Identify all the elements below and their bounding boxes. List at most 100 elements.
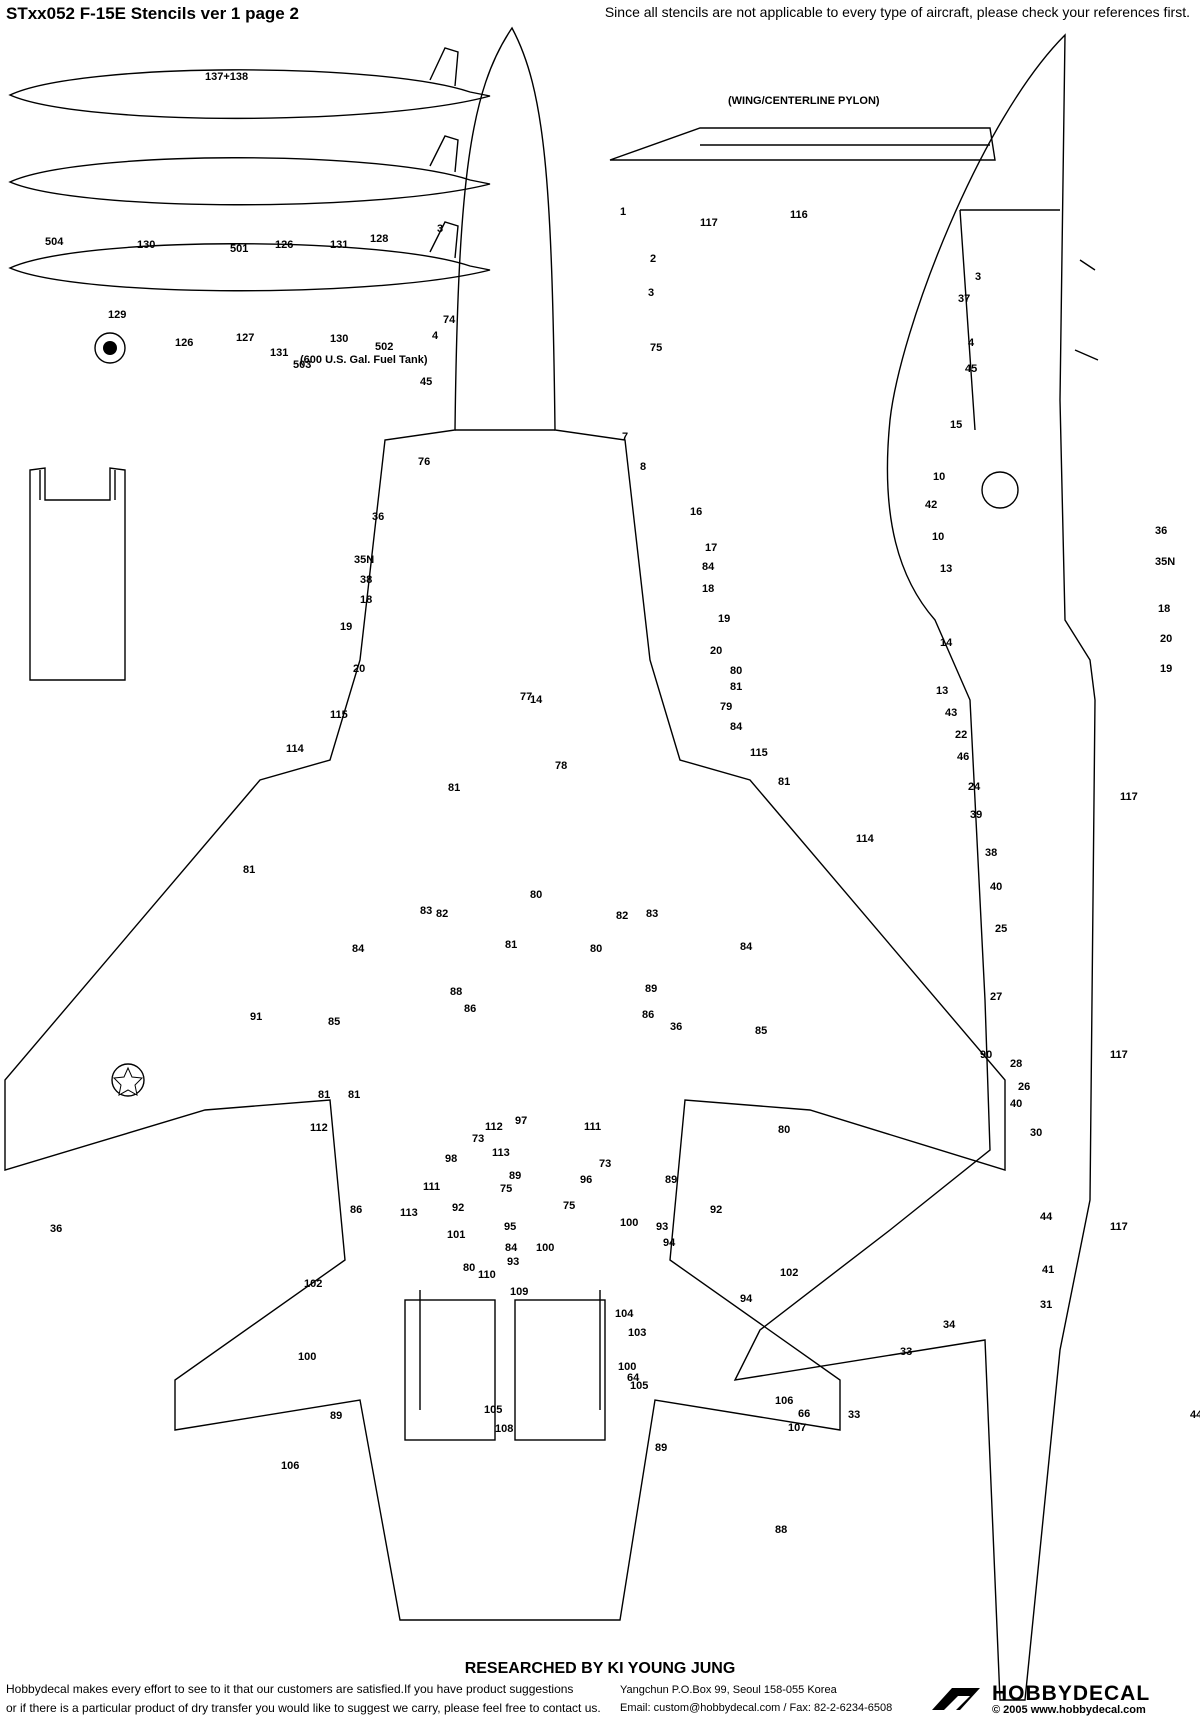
callout-502: 502 bbox=[375, 341, 393, 353]
callout-39: 39 bbox=[970, 809, 982, 821]
callout-81: 81 bbox=[318, 1089, 330, 1101]
callout-129: 129 bbox=[108, 309, 126, 321]
callout-41: 41 bbox=[1042, 1264, 1054, 1276]
callout-106: 106 bbox=[775, 1395, 793, 1407]
callout-4: 4 bbox=[432, 330, 439, 342]
brand-copyright: © 2005 www.hobbydecal.com bbox=[992, 1704, 1146, 1716]
fuel-tank-1 bbox=[8, 69, 491, 120]
callout-42: 42 bbox=[925, 499, 937, 511]
pylon-outline bbox=[609, 127, 996, 161]
callout-97: 97 bbox=[515, 1115, 527, 1127]
callout-113: 113 bbox=[400, 1207, 418, 1219]
callout-504: 504 bbox=[45, 236, 64, 248]
footer-address: Yangchun P.O.Box 99, Seoul 158-055 Korea bbox=[620, 1684, 837, 1696]
callout-10: 10 bbox=[933, 471, 945, 483]
callout-81: 81 bbox=[505, 939, 517, 951]
callout-64: 64 bbox=[627, 1372, 640, 1384]
callout-35N: 35N bbox=[354, 554, 374, 566]
callout-115: 115 bbox=[750, 747, 768, 759]
callout-137+138: 137+138 bbox=[205, 71, 248, 83]
callout-38: 38 bbox=[985, 847, 997, 859]
callout-86: 86 bbox=[464, 1003, 476, 1015]
callout-104: 104 bbox=[615, 1308, 634, 1320]
callout-33: 33 bbox=[900, 1346, 912, 1358]
callout-92: 92 bbox=[710, 1204, 722, 1216]
callout-131: 131 bbox=[330, 239, 348, 251]
callout-88: 88 bbox=[450, 986, 462, 998]
callout-75: 75 bbox=[563, 1200, 575, 1212]
callout-126: 126 bbox=[175, 337, 193, 349]
callout-92: 92 bbox=[452, 1202, 464, 1214]
callout-17: 17 bbox=[705, 542, 717, 554]
callout-75: 75 bbox=[650, 342, 662, 354]
callout-81: 81 bbox=[448, 782, 460, 794]
callout-79: 79 bbox=[720, 701, 732, 713]
callout-89: 89 bbox=[330, 1410, 342, 1422]
callout-112: 112 bbox=[310, 1122, 328, 1134]
callout-81: 81 bbox=[778, 776, 790, 788]
callout-20: 20 bbox=[1160, 633, 1172, 645]
callout-36: 36 bbox=[1155, 525, 1167, 537]
callout-30: 30 bbox=[1030, 1127, 1042, 1139]
callout-31: 31 bbox=[1040, 1299, 1052, 1311]
callout-10: 10 bbox=[932, 531, 944, 543]
callout-13: 13 bbox=[936, 685, 948, 697]
callout-81: 81 bbox=[348, 1089, 360, 1101]
callout-113: 113 bbox=[492, 1147, 510, 1159]
callout-38: 38 bbox=[360, 574, 372, 586]
callout-66: 66 bbox=[798, 1408, 810, 1420]
callout-15: 15 bbox=[950, 419, 962, 431]
callout-74: 74 bbox=[443, 314, 456, 326]
callout-81: 81 bbox=[730, 681, 742, 693]
callout-18: 18 bbox=[1158, 603, 1170, 615]
callout-18: 18 bbox=[360, 594, 372, 606]
front-section-view bbox=[29, 467, 126, 681]
callout-111: 111 bbox=[584, 1121, 601, 1133]
aircraft-plan-view bbox=[4, 26, 1006, 1621]
callout-80: 80 bbox=[730, 665, 742, 677]
callout-86: 86 bbox=[350, 1204, 362, 1216]
callout-94: 94 bbox=[663, 1237, 676, 1249]
callout-127: 127 bbox=[236, 332, 254, 344]
callout-93: 93 bbox=[507, 1256, 519, 1268]
callout-33: 33 bbox=[848, 1409, 860, 1421]
callout-101: 101 bbox=[447, 1229, 465, 1241]
callout-25: 25 bbox=[995, 923, 1007, 935]
callout-78: 78 bbox=[555, 760, 567, 772]
callout-100: 100 bbox=[536, 1242, 554, 1254]
callout-503: 503 bbox=[293, 359, 311, 371]
callout-115: 115 bbox=[330, 709, 348, 721]
callout-3: 3 bbox=[648, 287, 654, 299]
callout-3: 3 bbox=[975, 271, 981, 283]
callout-40: 40 bbox=[1010, 1098, 1022, 1110]
callout-100: 100 bbox=[620, 1217, 638, 1229]
fuel-tank-2 bbox=[8, 157, 491, 206]
pylon-caption: (WING/CENTERLINE PYLON) bbox=[728, 95, 880, 107]
logo-icon bbox=[932, 1688, 980, 1710]
callout-45: 45 bbox=[965, 363, 977, 375]
callout-89: 89 bbox=[645, 983, 657, 995]
callout-27: 27 bbox=[990, 991, 1002, 1003]
callout-130: 130 bbox=[137, 239, 155, 251]
callout-19: 19 bbox=[718, 613, 730, 625]
callout-85: 85 bbox=[755, 1025, 767, 1037]
callout-98: 98 bbox=[445, 1153, 457, 1165]
callout-95: 95 bbox=[504, 1221, 516, 1233]
fuel-tank-3 bbox=[8, 243, 491, 292]
callout-81: 81 bbox=[243, 864, 255, 876]
callout-77: 77 bbox=[520, 691, 532, 703]
callout-76: 76 bbox=[418, 456, 430, 468]
callout-88: 88 bbox=[775, 1524, 787, 1536]
callout-40: 40 bbox=[990, 881, 1002, 893]
callout-8: 8 bbox=[640, 461, 646, 473]
callout-14: 14 bbox=[940, 637, 953, 649]
callout-130: 130 bbox=[330, 333, 348, 345]
callout-107: 107 bbox=[788, 1422, 806, 1434]
callout-117: 117 bbox=[1120, 791, 1138, 803]
callout-106: 106 bbox=[281, 1460, 299, 1472]
callout-84: 84 bbox=[702, 561, 715, 573]
callout-83: 83 bbox=[646, 908, 658, 920]
tank-caption: (600 U.S. Gal. Fuel Tank) bbox=[300, 354, 428, 366]
callout-94: 94 bbox=[740, 1293, 753, 1305]
